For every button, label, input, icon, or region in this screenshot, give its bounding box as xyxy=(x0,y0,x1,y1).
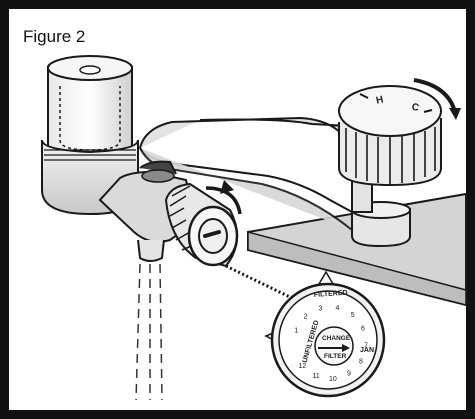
dial-center-line2: FILTER xyxy=(324,353,347,360)
dial-month-number: 10 xyxy=(329,376,337,383)
diverter-dial[interactable] xyxy=(164,182,239,268)
dial-month-number: 12 xyxy=(299,363,307,370)
dial-center-line1: CHANGE xyxy=(322,335,351,342)
dial-month-label: JAN xyxy=(360,347,374,354)
dial-arrow xyxy=(318,344,350,352)
dial-month-number: 4 xyxy=(335,305,339,312)
dial-month-number: 7 xyxy=(364,342,368,349)
hot-marker: H xyxy=(375,94,384,106)
handle-knob[interactable]: H C xyxy=(338,85,442,187)
rotate-arrow-icon xyxy=(413,78,461,120)
figure-label: Figure 2 xyxy=(23,27,86,46)
dial-month-number: 11 xyxy=(312,373,319,380)
dial-month-number: 6 xyxy=(361,326,365,333)
dial-month-number: 8 xyxy=(359,359,363,366)
dial-arrow-icon xyxy=(205,180,242,215)
dial-month-number: 3 xyxy=(318,305,322,312)
dial-month-number: 1 xyxy=(294,328,298,335)
dial-month-number: 9 xyxy=(347,371,351,378)
dial-top-text: FILTERED xyxy=(314,290,348,299)
leader-line xyxy=(225,264,297,302)
dial-month-number: 5 xyxy=(351,312,355,319)
dial-month-number: 2 xyxy=(304,314,308,321)
water-stream xyxy=(135,263,163,401)
cold-marker: C xyxy=(410,102,420,114)
countertop xyxy=(247,192,467,307)
filter-life-dial: FILTERED UNFILTERED CHANGE FILTER JAN 12… xyxy=(264,270,386,398)
